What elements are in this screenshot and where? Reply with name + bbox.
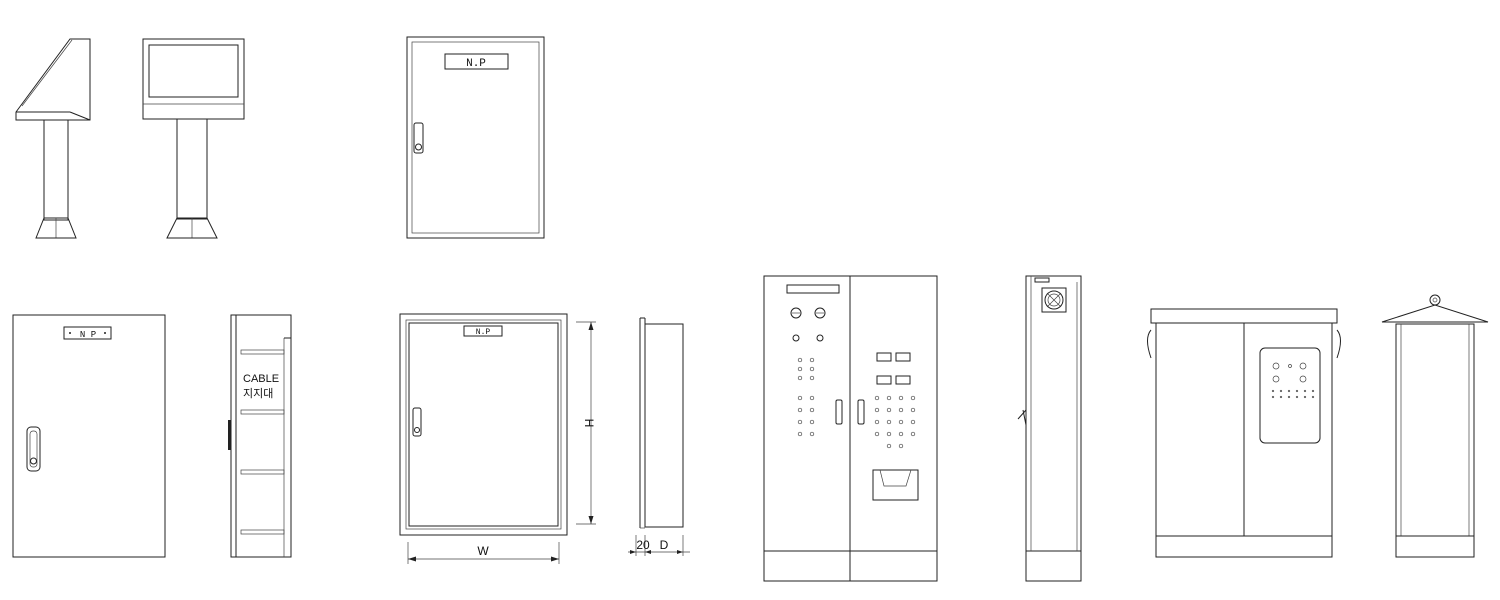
indicator-lamp [809, 375, 815, 381]
panel-lamp [1299, 375, 1307, 383]
panel-terminal [1279, 389, 1283, 393]
indicator-lamp [886, 395, 892, 401]
np-label-large: N P [80, 330, 96, 340]
panel-terminal [1287, 389, 1291, 393]
dim-offset-label: 20 [636, 538, 650, 552]
panel-terminal [1271, 395, 1275, 399]
np-label-top: N.P [466, 58, 486, 70]
panel-terminal [1295, 395, 1299, 399]
indicator-lamp [898, 431, 904, 437]
indicator-lamp [874, 407, 880, 413]
indicator-lamp [910, 419, 916, 425]
indicator-lamp [797, 366, 803, 372]
outdoor-cabinet-front-view [1147, 308, 1341, 558]
dim-height-label: H [582, 419, 596, 428]
kiosk-stand-front-view [142, 38, 245, 239]
indicator-lamp [910, 431, 916, 437]
indicator-lamp [898, 395, 904, 401]
outdoor-cabinet-side-view [1381, 294, 1489, 558]
panel-terminal [1303, 395, 1307, 399]
panel-terminal [1295, 389, 1299, 393]
panel-lamp [1288, 364, 1292, 368]
panel-terminal [1271, 389, 1275, 393]
indicator-lamp [886, 419, 892, 425]
panel-terminal [1287, 395, 1291, 399]
indicator-lamp [910, 395, 916, 401]
panel-terminal [1303, 389, 1307, 393]
panel-terminal [1311, 395, 1315, 399]
indicator-lamp [797, 419, 803, 425]
indicator-lamp [809, 431, 815, 437]
panel-lamp [1272, 375, 1280, 383]
panel-lamp [1272, 362, 1280, 370]
panel-terminal [1311, 389, 1315, 393]
panel-lamp [1299, 362, 1307, 370]
indicator-lamp [874, 395, 880, 401]
indicator-lamp [797, 395, 803, 401]
indicator-lamp [809, 357, 815, 363]
kiosk-stand-side-view [15, 38, 91, 239]
tall-cabinet-side-view [1017, 275, 1082, 582]
dim-width-label: W [477, 544, 489, 558]
indicator-lamp [797, 407, 803, 413]
np-label-dim: N.P [476, 328, 491, 337]
indicator-lamp [874, 431, 880, 437]
indicator-lamp [886, 407, 892, 413]
enclosure-depth-profile: 20 D [628, 317, 690, 556]
dim-depth-label: D [660, 538, 669, 552]
indicator-lamp [809, 395, 815, 401]
indicator-lamp [809, 407, 815, 413]
panel-terminal [1279, 395, 1283, 399]
dimensioned-enclosure-front-view: N.P H W [399, 313, 596, 564]
indicator-lamp [910, 407, 916, 413]
indicator-lamp [797, 431, 803, 437]
indicator-lamp [898, 443, 904, 449]
indicator-lamp [797, 357, 803, 363]
enclosure-side-view-cable-support: CABLE 지지대 [228, 314, 292, 558]
indicator-lamp [809, 366, 815, 372]
small-enclosure-front-view: N.P [406, 36, 545, 239]
double-door-control-panel [763, 275, 938, 582]
indicator-lamp [809, 419, 815, 425]
cable-label: CABLE [243, 373, 279, 385]
cable-support-label: 지지대 [243, 387, 273, 400]
indicator-lamp [898, 407, 904, 413]
indicator-lamp [898, 419, 904, 425]
indicator-lamp [797, 375, 803, 381]
indicator-lamp [874, 419, 880, 425]
large-enclosure-front-view: N P [12, 314, 166, 558]
indicator-lamp [886, 443, 892, 449]
indicator-lamp [886, 431, 892, 437]
